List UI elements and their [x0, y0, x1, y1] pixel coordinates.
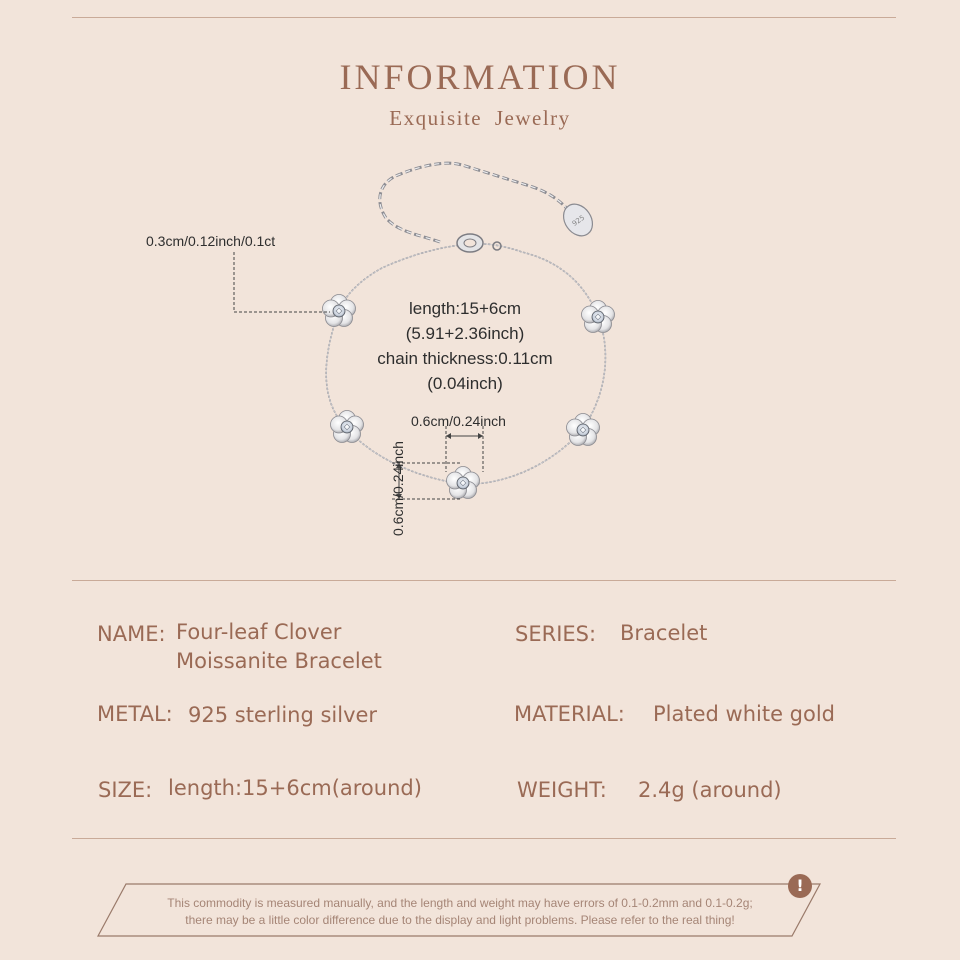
middle-divider: [72, 580, 896, 581]
notice-text: This commodity is measured manually, and…: [110, 895, 810, 929]
extension-chain: [378, 161, 572, 244]
notice-line-1: This commodity is measured manually, and…: [167, 896, 753, 910]
series-value: Bracelet: [620, 621, 708, 645]
series-label: SERIES:: [515, 622, 597, 646]
stone-size-leader: [233, 252, 330, 313]
metal-label: METAL:: [97, 702, 173, 726]
thickness-inch-text: (0.04inch): [427, 374, 503, 393]
page-title: INFORMATION: [339, 57, 621, 97]
weight-label: WEIGHT:: [517, 778, 607, 802]
exclamation-icon: !: [788, 874, 812, 898]
thickness-text: chain thickness:0.11cm: [377, 349, 553, 368]
metal-value: 925 sterling silver: [188, 703, 378, 727]
dimension-summary: length:15+6cm (5.91+2.36inch) chain thic…: [360, 296, 570, 396]
flower-charm: [581, 300, 615, 333]
material-label: MATERIAL:: [514, 702, 625, 726]
length-inch-text: (5.91+2.36inch): [405, 324, 525, 343]
flower-charm: [566, 413, 600, 446]
bracelet-illustration: 925: [233, 161, 615, 500]
flower-charm: [322, 294, 356, 327]
page-subtitle: Exquisite Jewelry: [389, 106, 571, 130]
lower-divider: [72, 838, 896, 839]
size-label: SIZE:: [98, 778, 153, 802]
notice-line-2: there may be a little color difference d…: [185, 913, 735, 927]
lobster-clasp: [456, 233, 502, 253]
top-divider: [72, 17, 896, 18]
stone-size-label: 0.3cm/0.12inch/0.1ct: [146, 233, 276, 249]
length-text: length:15+6cm: [409, 299, 521, 318]
name-value: Four-leaf Clover: [176, 620, 342, 644]
flower-charm: [330, 410, 364, 443]
name-value-line2: Moissanite Bracelet: [176, 649, 382, 673]
brand-tag: 925: [562, 203, 594, 237]
weight-value: 2.4g (around): [638, 778, 782, 802]
name-label: NAME:: [97, 622, 166, 646]
flower-height-label: 0.6cm/0.24inch: [390, 441, 406, 536]
flower-width-label: 0.6cm/0.24inch: [411, 413, 506, 429]
flower-charm: [446, 466, 480, 499]
notice-frame: [96, 883, 822, 937]
material-value: Plated white gold: [653, 702, 836, 726]
size-value: length:15+6cm(around): [168, 776, 422, 800]
